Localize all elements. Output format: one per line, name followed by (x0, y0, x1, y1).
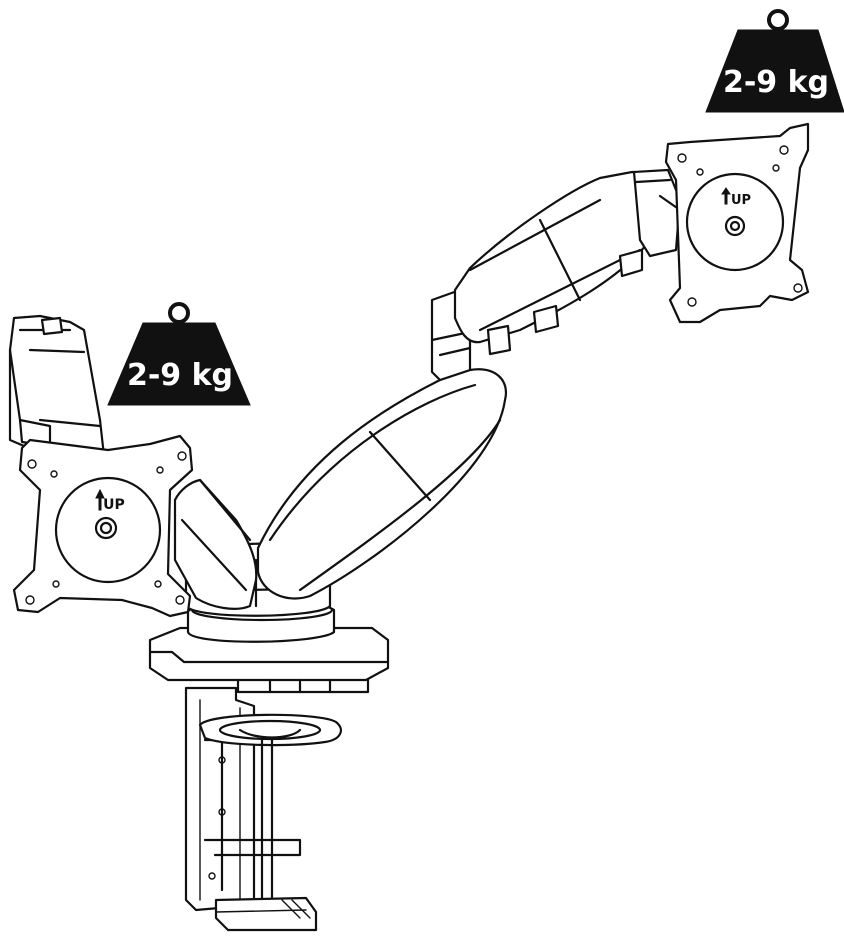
weight-ring-right (767, 9, 789, 31)
desk-clamp (184, 686, 342, 932)
arm-right-lower (256, 368, 508, 600)
weight-ring-left (168, 302, 190, 324)
arm-right-upper (453, 170, 660, 356)
arm-left-lower (173, 478, 258, 610)
weight-label-right: 2-9 kg (723, 65, 829, 100)
up-label-right: UP (731, 193, 751, 208)
vesa-plate-left: UP (12, 434, 194, 618)
weight-left: 2-9 kg (107, 302, 251, 406)
vesa-disc-left (54, 476, 162, 584)
weight-block-right (705, 29, 844, 113)
vesa-disc-right (685, 172, 785, 272)
up-label-left: UP (103, 497, 125, 513)
tilt-head-right (632, 168, 682, 258)
arrow-up-icon (721, 187, 731, 205)
weight-label-left: 2-9 kg (127, 358, 233, 393)
weight-block-left (107, 322, 251, 406)
base-plate (148, 598, 390, 694)
weight-right: 2-9 kg (705, 9, 844, 113)
arm-left-upper (8, 314, 106, 462)
vesa-plate-right: UP (664, 122, 810, 324)
arrow-up-icon (95, 488, 105, 511)
